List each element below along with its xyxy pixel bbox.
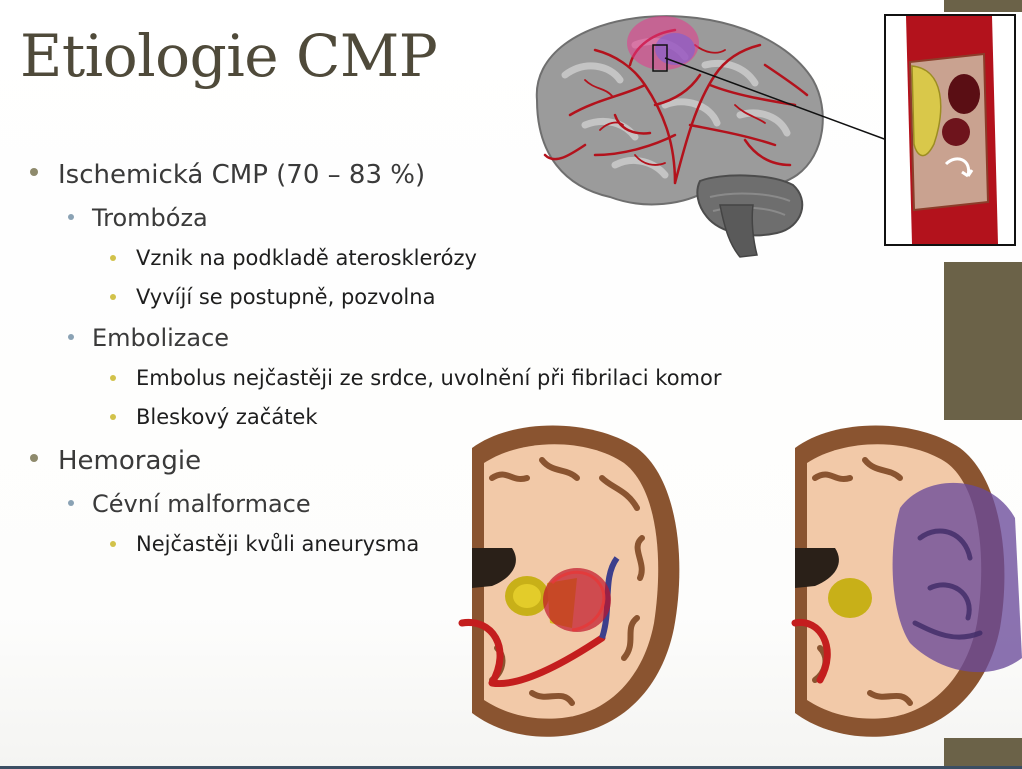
bullet-hemorrhage: Hemoragie (30, 446, 750, 478)
accent-bar-top (944, 0, 1022, 12)
bullet-thrombosis-1: Vznik na podkladě aterosklerózy (30, 246, 750, 273)
bullet-thrombosis-2: Vyvíjí se postupně, pozvolna (30, 285, 750, 312)
bullet-text: Nejčastěji kvůli aneurysma (136, 532, 420, 556)
coronal-brain-section-right (791, 425, 1022, 737)
bullet-dot (68, 500, 74, 506)
bullet-malformation: Cévní malformace (30, 490, 750, 520)
artery-clot-illustration (884, 14, 1016, 246)
bullet-text: Bleskový začátek (136, 405, 318, 429)
bullet-thrombosis: Trombóza (30, 204, 750, 234)
bullet-embolization-2: Bleskový začátek (30, 405, 750, 432)
accent-bar-middle (944, 262, 1022, 420)
accent-bar-bottom (944, 738, 1022, 769)
bullet-dot (30, 168, 38, 176)
coronal-brain-section-left (458, 425, 680, 737)
bullet-dot (68, 214, 74, 220)
bullet-text: Trombóza (92, 204, 208, 232)
bullet-embolization-1: Embolus nejčastěji ze srdce, uvolnění př… (30, 366, 750, 393)
bullet-text: Embolus nejčastěji ze srdce, uvolnění př… (136, 366, 722, 390)
bullet-malformation-1: Nejčastěji kvůli aneurysma (30, 532, 750, 559)
bullet-text: Vznik na podkladě aterosklerózy (136, 246, 477, 270)
bullet-ischemic: Ischemická CMP (70 – 83 %) (30, 160, 750, 192)
bullet-dot (110, 375, 116, 381)
bullet-text: Embolizace (92, 324, 230, 352)
bullet-text: Vyvíjí se postupně, pozvolna (136, 285, 436, 309)
bullet-embolization: Embolizace (30, 324, 750, 354)
bullet-text: Ischemická CMP (70 – 83 %) (58, 160, 426, 190)
bullet-dot (30, 454, 38, 462)
bullet-dot (110, 414, 116, 420)
brain-side-illustration (535, 15, 824, 258)
slide-title: Etiologie CMP (20, 22, 438, 90)
bullet-dot (110, 294, 116, 300)
bullet-text: Cévní malformace (92, 490, 311, 518)
connector-lines (664, 57, 888, 141)
bullet-list: Ischemická CMP (70 – 83 %) Trombóza Vzni… (30, 160, 750, 559)
bullet-dot (110, 255, 116, 261)
bottom-line (0, 766, 1022, 769)
bullet-dot (110, 541, 116, 547)
bullet-text: Hemoragie (58, 446, 202, 476)
bullet-dot (68, 334, 74, 340)
